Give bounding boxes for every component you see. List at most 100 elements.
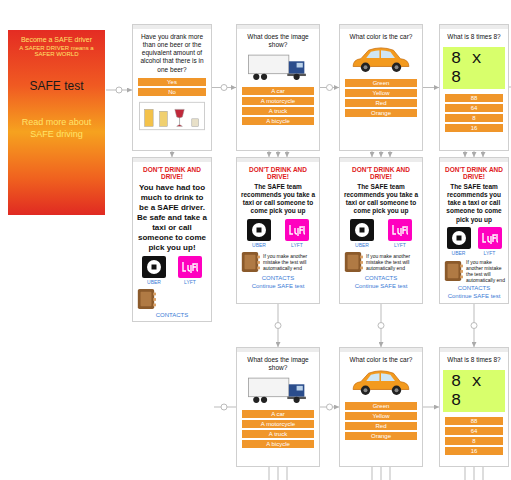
contacts-icon: [136, 288, 156, 310]
logo-label-row: UBERLYFT: [136, 279, 208, 285]
question-text: What does the image show?: [240, 356, 316, 372]
question-text: What is 8 times 8?: [447, 33, 500, 41]
truck-picture-frame: [247, 375, 309, 406]
warning-heading: DON'T DRINK AND DRIVE!: [343, 166, 419, 180]
title-bar: [237, 348, 319, 352]
segue-marker: [378, 323, 384, 329]
button-label: 8: [445, 115, 503, 121]
contacts-icon: [343, 251, 363, 273]
lyft-logo: [284, 219, 310, 241]
splash-heading: Become a SAFE driver: [21, 36, 92, 43]
segue-connector: [269, 151, 270, 157]
logo-label: UBER: [140, 279, 169, 285]
uber-logo-frame: [246, 219, 272, 241]
warning-note: If you make another mistake the test wil…: [366, 253, 419, 271]
button-label: No: [138, 89, 206, 95]
contacts-row: [136, 288, 208, 310]
answer-button: Yellow: [345, 89, 417, 97]
button-label: A car: [242, 411, 314, 417]
answer-button: 64: [445, 427, 503, 435]
button-label: A bicycle: [242, 118, 314, 124]
question-text: What color is the car?: [350, 356, 413, 364]
splash-slogan: A SAFER DRIVER means a SAFER WORLD: [11, 45, 102, 57]
title-bar: [237, 25, 319, 29]
uber-logo: [446, 227, 472, 249]
segue-connector: [423, 407, 439, 408]
button-label: 16: [445, 125, 503, 131]
warning-heading: DON'T DRINK AND DRIVE!: [443, 166, 505, 180]
answer-button: Green: [345, 79, 417, 87]
contacts-icon-frame: [343, 251, 363, 273]
answer-button: Yellow: [345, 412, 417, 420]
button-label: A bicycle: [242, 441, 314, 447]
uber-logo: [349, 219, 375, 241]
button-label: A truck: [242, 108, 314, 114]
contacts-link: CONTACTS: [262, 275, 295, 281]
contacts-row: If you make another mistake the test wil…: [343, 251, 419, 273]
title-bar: [440, 348, 508, 352]
continue-link: Continue SAFE test: [448, 293, 501, 299]
answer-button: 16: [445, 447, 503, 455]
question-text: What is 8 times 8?: [447, 356, 500, 364]
math-display: 8 x 8: [443, 47, 505, 89]
segue-marker: [116, 87, 122, 93]
segue-marker: [221, 85, 227, 91]
button-label: A truck: [242, 431, 314, 437]
logo-row: [136, 256, 208, 278]
button-label: Yellow: [345, 413, 417, 419]
logo-row: [443, 227, 505, 249]
button-label: 64: [445, 105, 503, 111]
answer-button: A bicycle: [242, 440, 314, 448]
button-label: Red: [345, 423, 417, 429]
segue-connector: [372, 151, 373, 157]
uber-logo: [141, 256, 167, 278]
contacts-icon-frame: [443, 260, 463, 282]
logo-row: [343, 219, 419, 241]
segue-connector: [172, 151, 173, 157]
lyft-logo-frame: [177, 256, 203, 278]
warning-note: If you make another mistake the test wil…: [263, 253, 316, 271]
answer-button: A bicycle: [242, 117, 314, 125]
lyft-logo: [177, 256, 203, 278]
car-picture: [350, 44, 412, 75]
button-label: 88: [445, 418, 503, 424]
answer-button: A motorcycle: [242, 420, 314, 428]
lyft-logo-frame: [284, 219, 310, 241]
segue-connector: [390, 151, 391, 157]
screen: Become a SAFE driver A SAFER DRIVER means…: [8, 30, 105, 215]
uber-logo-frame: [141, 256, 167, 278]
uber-logo-frame: [349, 219, 375, 241]
button-label: A motorcycle: [242, 421, 314, 427]
segue-connector: [483, 151, 484, 157]
button-label: 88: [445, 95, 503, 101]
button-label: A car: [242, 88, 314, 94]
warning-note: If you make another mistake the test wil…: [466, 259, 505, 283]
logo-label-row: UBERLYFT: [240, 242, 316, 248]
screen: What is 8 times 8?8 x 88864816: [440, 348, 508, 466]
screen: DON'T DRINK AND DRIVE!The SAFE team reco…: [440, 158, 508, 303]
button-label: Green: [345, 403, 417, 409]
logo-label: LYFT: [282, 242, 312, 248]
answer-button: Green: [345, 402, 417, 410]
answer-button: A car: [242, 87, 314, 95]
title-bar: [440, 158, 508, 162]
contacts-icon: [240, 251, 260, 273]
segue-connector: [474, 151, 475, 157]
button-label: Orange: [345, 433, 417, 439]
segue-connector: [465, 151, 466, 157]
truck-picture-frame: [247, 52, 309, 83]
warning-body: The SAFE team recommends you take a taxi…: [343, 183, 419, 216]
screen: What color is the car? GreenYellowRedOran…: [340, 348, 422, 466]
screen: Have you drank more than one beer or the…: [133, 25, 211, 150]
car-picture: [350, 367, 412, 398]
button-label: Red: [345, 100, 417, 106]
question-text: What does the image show?: [240, 33, 316, 49]
contacts-icon: [443, 260, 463, 282]
answer-button: 88: [445, 94, 503, 102]
contacts-link: CONTACTS: [365, 275, 398, 281]
splash-link: Read more about SAFE driving: [11, 117, 102, 140]
continue-link: Continue SAFE test: [252, 283, 305, 289]
uber-logo: [246, 219, 272, 241]
button-label: Yellow: [345, 90, 417, 96]
